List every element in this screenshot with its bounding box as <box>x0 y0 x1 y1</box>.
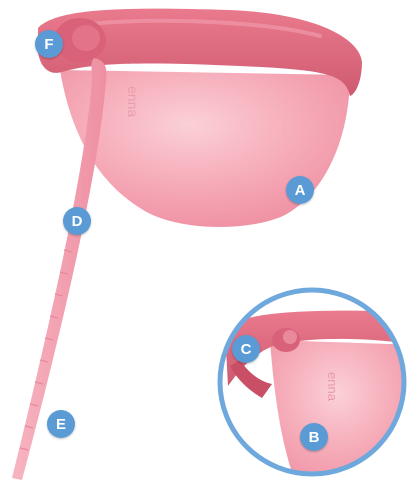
label-e-badge: E <box>47 410 75 438</box>
label-f-badge: F <box>35 30 63 58</box>
rim-knob-top <box>72 25 100 51</box>
label-b-badge: B <box>300 423 328 451</box>
label-a-badge: A <box>286 176 314 204</box>
cup-engraving: enna <box>125 86 141 117</box>
label-d-badge: D <box>63 207 91 235</box>
zoom-cup-engraving: enna <box>325 372 340 402</box>
label-c-badge: C <box>232 335 260 363</box>
zoom-inset: enna <box>220 290 415 493</box>
